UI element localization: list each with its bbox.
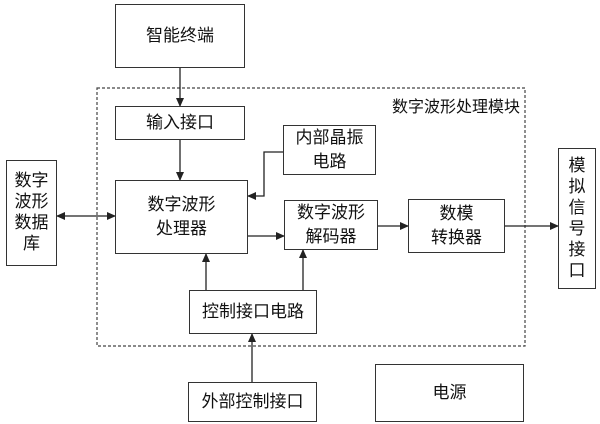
analog-output-box: 模 拟 信 号 接 口	[558, 148, 596, 289]
arrow-crystal-to-processor	[247, 151, 283, 200]
dsp-processor-label: 数字波形 处理器	[147, 195, 216, 239]
dsp-processor-box: 数字波形 处理器	[115, 180, 248, 254]
control-interface-circuit-box: 控制接口电路	[189, 290, 317, 334]
waveform-decoder-label: 数字波形 解码器	[297, 203, 365, 247]
waveform-database-box: 数字 波形 数据 库	[6, 160, 57, 266]
control-interface-circuit-label: 控制接口电路	[202, 302, 304, 322]
internal-crystal-label: 内部晶振 电路	[295, 128, 364, 172]
external-control-interface-box: 外部控制接口	[188, 382, 317, 422]
smart-terminal-label: 智能终端	[146, 26, 214, 46]
dac-converter-label: 数模 转换器	[431, 204, 482, 248]
dac-converter-box: 数模 转换器	[408, 199, 505, 253]
input-interface-box: 输入接口	[115, 106, 245, 140]
input-interface-label: 输入接口	[146, 113, 214, 133]
internal-crystal-box: 内部晶振 电路	[283, 125, 376, 175]
power-supply-box: 电源	[375, 364, 524, 422]
waveform-database-label: 数字 波形 数据 库	[14, 171, 49, 254]
module-label: 数字波形处理模块	[391, 97, 520, 116]
external-control-interface-label: 外部控制接口	[201, 392, 304, 412]
waveform-decoder-box: 数字波形 解码器	[284, 200, 378, 250]
analog-output-label: 模 拟 信 号 接 口	[568, 155, 586, 281]
smart-terminal-box: 智能终端	[115, 4, 245, 68]
power-supply-label: 电源	[432, 383, 467, 403]
